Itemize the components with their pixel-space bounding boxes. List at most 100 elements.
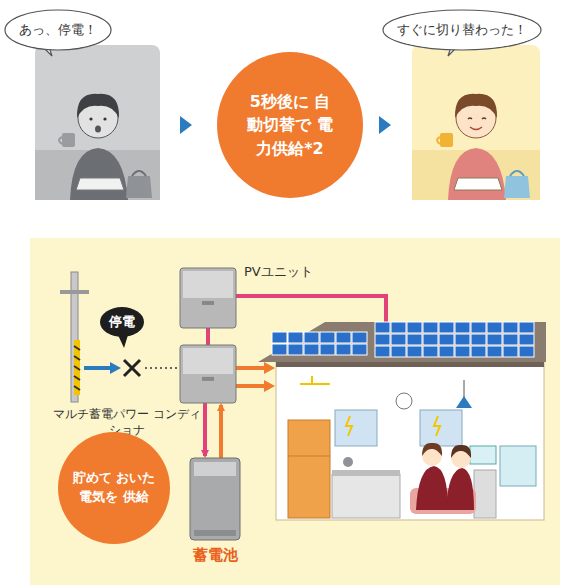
interior <box>464 380 465 398</box>
power-flow-line <box>219 405 223 458</box>
interior <box>470 446 496 464</box>
power-flow-line <box>206 328 210 345</box>
solar-panel <box>320 344 335 355</box>
utility-pole <box>74 376 80 380</box>
supply-arrow <box>264 380 275 392</box>
woman-lit <box>468 118 486 119</box>
woman-dark <box>126 176 152 198</box>
speech-bubble-fill <box>384 11 540 49</box>
woman-dark <box>70 148 128 200</box>
supply-arrow <box>264 362 275 374</box>
solar-panel <box>320 332 335 343</box>
solar-panel <box>423 346 438 357</box>
power-conditioner-part <box>202 377 214 381</box>
house <box>258 322 546 520</box>
interior <box>300 376 330 384</box>
power-conditioner-part <box>183 348 233 374</box>
family <box>422 443 442 456</box>
woman-dark <box>59 94 152 200</box>
cut-mark <box>124 360 140 376</box>
utility-pole <box>60 290 89 294</box>
solar-panel <box>503 346 518 357</box>
woman-lit <box>470 127 482 130</box>
orange-circle: 貯めて おいた電気を 供給 <box>58 432 170 544</box>
lit-panel <box>412 45 540 200</box>
woman-lit <box>437 94 530 200</box>
speech-bubble: すぐに切り替わった！ <box>382 9 542 51</box>
outage-bubble-shape <box>100 307 144 337</box>
supply-arrow <box>236 384 266 388</box>
utility-pole <box>74 346 80 390</box>
solar-panel <box>352 332 367 343</box>
house <box>258 322 546 362</box>
pv-unit-part <box>202 301 214 305</box>
interior <box>346 416 440 436</box>
grid-arrow <box>84 366 112 370</box>
interior <box>474 470 496 518</box>
battery-text: 蓄電池 <box>165 546 265 566</box>
solar-panel <box>288 344 303 355</box>
solar-panel <box>487 322 502 333</box>
family <box>416 466 448 510</box>
solar-panel <box>304 344 319 355</box>
dark-panel <box>35 45 160 200</box>
solar-panel <box>455 334 470 345</box>
solar-panel <box>391 334 406 345</box>
flow-triangle <box>379 116 391 134</box>
battery-part <box>194 530 236 536</box>
solar-panel <box>471 322 486 333</box>
solar-panel <box>423 322 438 333</box>
woman-dark <box>132 171 146 176</box>
battery: 蓄電池 <box>190 458 240 540</box>
interior <box>456 396 472 408</box>
woman-dark <box>76 178 124 190</box>
solar-panel <box>503 334 518 345</box>
interior <box>288 456 330 457</box>
interior <box>332 470 400 476</box>
solar-panel <box>407 334 422 345</box>
interior <box>500 446 536 486</box>
speech-bubble-shape <box>5 10 111 50</box>
pv-unit: PVユニット <box>180 268 236 328</box>
woman-dark <box>103 117 106 120</box>
utility-pole <box>74 346 80 350</box>
solar-panel <box>407 322 422 333</box>
interior <box>343 457 353 467</box>
orange-circle-text: 5秒後に 自動切替で 電力供給*2 <box>242 90 338 160</box>
house <box>276 358 544 520</box>
solar-panel <box>519 334 534 345</box>
solar-panel <box>519 322 534 333</box>
outage-bubble-text: 停電 <box>109 314 135 331</box>
woman-lit <box>448 148 506 200</box>
family <box>410 443 476 514</box>
interior <box>332 474 400 518</box>
interior <box>288 420 330 518</box>
solar-panel <box>288 332 303 343</box>
solar-panel <box>336 332 351 343</box>
solar-panel <box>407 346 422 357</box>
grid-arrow <box>110 362 121 374</box>
battery-body <box>190 458 240 540</box>
woman-dark <box>89 117 92 120</box>
interior <box>335 410 377 446</box>
solar-panel <box>272 332 287 343</box>
interior <box>396 393 412 409</box>
speech-bubble-shape <box>383 10 541 50</box>
orange-circle: 5秒後に 自動切替で 電力供給*2 <box>217 52 363 198</box>
pv-unit-body <box>180 268 236 328</box>
utility-pole <box>60 272 89 402</box>
solar-panel <box>375 322 390 333</box>
cut-mark <box>124 360 140 376</box>
solar-panel <box>471 334 486 345</box>
flow-triangle <box>180 116 192 134</box>
supply-arrow <box>236 366 266 370</box>
solar-panel <box>471 346 486 357</box>
woman-dark <box>62 133 75 147</box>
speech-bubble-text: あっ、停電！ <box>19 22 97 39</box>
pv-unit-text: PVユニット <box>244 264 354 281</box>
woman-dark <box>77 94 119 118</box>
dotted-line <box>145 367 180 369</box>
solar-panel <box>375 346 390 357</box>
solar-panel <box>487 346 502 357</box>
outage-bubble: 停電 <box>99 306 145 338</box>
